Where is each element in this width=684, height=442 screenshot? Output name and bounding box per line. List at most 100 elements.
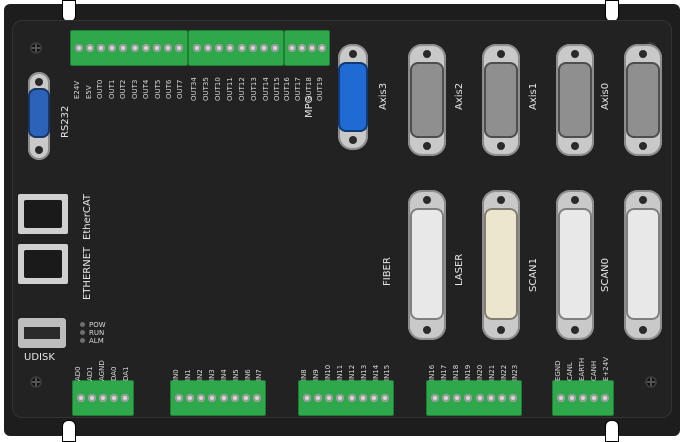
- terminal-pin-icon: [237, 44, 246, 52]
- run-led-icon: [80, 330, 85, 335]
- terminal-pin-icon: [74, 44, 83, 52]
- terminal-label: IN23: [511, 364, 519, 381]
- mount-slot-top-left: [62, 0, 76, 22]
- terminal-label: OUT10: [214, 77, 222, 101]
- screw-hole-icon: [423, 50, 431, 58]
- terminal-label: IN9: [312, 369, 320, 381]
- axis2-label: Axis2: [454, 82, 465, 110]
- terminal-label: OUT19: [316, 77, 324, 101]
- terminal-label: OUT4: [142, 79, 150, 99]
- terminal-label: IN5: [232, 369, 240, 381]
- terminal-pin-icon: [248, 44, 257, 52]
- screw-hole-icon: [423, 142, 431, 150]
- terminal-label: OUT12: [238, 77, 246, 101]
- terminal-pin-icon: [219, 394, 228, 402]
- bottom-terminal-block-5[interactable]: [552, 380, 614, 416]
- usb-slot-icon: [24, 327, 60, 339]
- terminal-label: IN2: [196, 369, 204, 381]
- terminal-pin-icon: [302, 394, 311, 402]
- laser-label: LASER: [454, 253, 465, 286]
- terminal-label: EGND: [554, 360, 562, 381]
- ethernet-port[interactable]: [18, 244, 68, 284]
- db26-port-icon: [558, 62, 592, 138]
- terminal-pin-icon: [110, 394, 119, 402]
- pow-led-icon: [80, 322, 85, 327]
- terminal-pin-icon: [498, 394, 507, 402]
- terminal-label: IN21: [488, 364, 496, 381]
- terminal-label: OUT35: [202, 77, 210, 101]
- terminal-pin-icon: [567, 394, 576, 402]
- screw-hole-icon: [497, 326, 505, 334]
- terminal-pin-icon: [288, 44, 296, 52]
- terminal-pin-icon: [121, 394, 130, 402]
- fiber-label: FIBER: [382, 257, 393, 286]
- terminal-pin-icon: [203, 44, 212, 52]
- terminal-pin-icon: [313, 394, 322, 402]
- rj45-socket-icon: [24, 200, 62, 228]
- terminal-label: OUT17: [294, 77, 302, 101]
- screw-hole-icon: [639, 142, 647, 150]
- terminal-label: IN15: [383, 364, 391, 381]
- terminal-pin-icon: [185, 394, 194, 402]
- terminal-label: IN7: [255, 369, 263, 381]
- terminal-pin-icon: [441, 394, 450, 402]
- top-terminal-block-1[interactable]: [70, 30, 188, 66]
- terminal-pin-icon: [260, 44, 269, 52]
- mount-slot-bottom-right: [605, 420, 619, 442]
- screw-hole-icon: [349, 136, 357, 144]
- terminal-pin-icon: [381, 394, 390, 402]
- bottom-terminal-block-4[interactable]: [426, 380, 522, 416]
- terminal-label: AGND: [98, 360, 106, 381]
- screw-hole-icon: [497, 196, 505, 204]
- terminal-pin-icon: [453, 394, 462, 402]
- terminal-label: IN1: [184, 369, 192, 381]
- terminal-label: OUT11: [226, 77, 234, 101]
- terminal-pin-icon: [87, 394, 96, 402]
- terminal-pin-icon: [590, 394, 599, 402]
- bottom-terminal-block-1[interactable]: [72, 380, 134, 416]
- terminal-label: OUT14: [262, 77, 270, 101]
- screw-hole-icon: [639, 326, 647, 334]
- terminal-label: DA0: [110, 366, 118, 381]
- rs232-label: RS232: [60, 105, 71, 138]
- db9-port-icon: [28, 88, 50, 138]
- terminal-pin-icon: [96, 44, 105, 52]
- terminal-label: OUT34: [190, 77, 198, 101]
- scan0-label: SCAN0: [600, 257, 611, 292]
- axis0-label: Axis0: [600, 82, 611, 110]
- screw-hole-icon: [35, 146, 43, 154]
- top-terminal-block-2[interactable]: [188, 30, 284, 66]
- terminal-label: IN0: [172, 369, 180, 381]
- screw-hole-icon: [639, 196, 647, 204]
- bottom-terminal-block-3[interactable]: [298, 380, 394, 416]
- db37-port-icon: [410, 208, 444, 320]
- terminal-label: OUT1: [108, 79, 116, 99]
- terminal-label: IN11: [336, 364, 344, 381]
- terminal-pin-icon: [271, 44, 280, 52]
- alm-led-icon: [80, 338, 85, 343]
- mount-slot-bottom-left: [62, 420, 76, 442]
- bottom-terminal-block-2[interactable]: [170, 380, 266, 416]
- terminal-pin-icon: [208, 394, 217, 402]
- terminal-pin-icon: [318, 44, 326, 52]
- db26-port-icon: [626, 62, 660, 138]
- db37-port-icon: [484, 208, 518, 320]
- ethercat-port[interactable]: [18, 194, 68, 234]
- udisk-usb-port[interactable]: [18, 318, 66, 348]
- terminal-label: IN4: [220, 369, 228, 381]
- terminal-pin-icon: [308, 44, 316, 52]
- terminal-pin-icon: [108, 44, 117, 52]
- screw-hole-icon: [639, 50, 647, 58]
- rj45-socket-icon: [24, 250, 62, 278]
- terminal-pin-icon: [253, 394, 262, 402]
- terminal-label: E+24V: [602, 357, 610, 381]
- terminal-label: OUT5: [154, 79, 162, 99]
- terminal-label: OUT0: [96, 79, 104, 99]
- led-label: POW: [89, 321, 106, 329]
- terminal-pin-icon: [298, 44, 306, 52]
- top-terminal-block-3[interactable]: [284, 30, 330, 66]
- terminal-label: AD0: [74, 366, 82, 381]
- led-label: ALM: [89, 337, 104, 345]
- axis3-label: Axis3: [378, 82, 389, 110]
- db26-port-icon: [410, 62, 444, 138]
